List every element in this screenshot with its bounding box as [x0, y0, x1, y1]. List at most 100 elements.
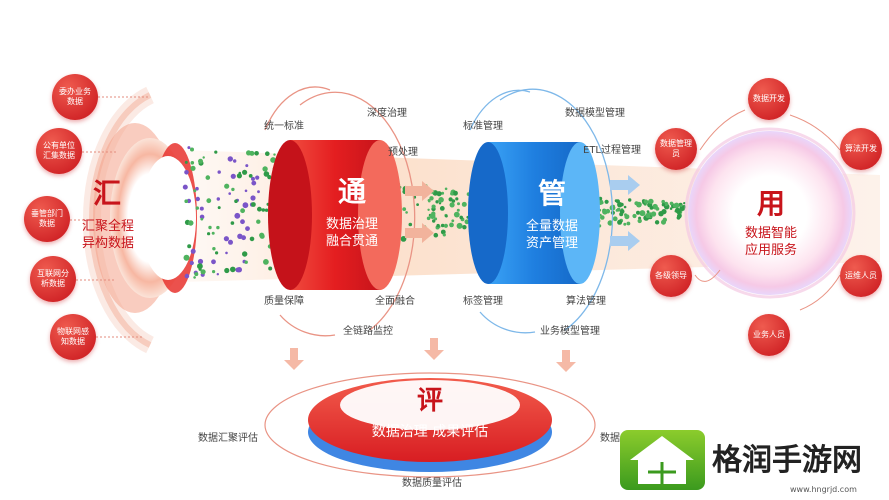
particle — [189, 260, 194, 266]
particle — [449, 202, 455, 208]
particle — [242, 251, 248, 257]
particle — [212, 270, 216, 274]
particle — [617, 219, 623, 225]
ping-outer-ring — [264, 372, 596, 478]
particle — [199, 206, 204, 211]
particle — [440, 223, 445, 228]
particle — [632, 213, 637, 219]
particle — [190, 161, 195, 165]
particle — [683, 202, 686, 205]
guan-label-etl: ETL过程管理 — [583, 145, 641, 156]
particle — [200, 269, 206, 275]
particle — [216, 197, 220, 201]
consumer-data-development: 数据开发 — [748, 78, 790, 120]
ping-line: 数据治理 成果评估 — [371, 424, 489, 440]
particle — [626, 221, 631, 226]
particle — [672, 203, 677, 208]
consumer-ops-staff: 运维人员 — [840, 255, 882, 297]
source-iot-sensing: 物联网感知数据 — [50, 314, 96, 360]
yong-line2: 应用服务 — [744, 243, 797, 258]
particle — [649, 206, 654, 210]
particle — [225, 251, 228, 255]
particle — [212, 247, 216, 251]
particle — [433, 232, 439, 238]
particle — [195, 186, 199, 191]
tong-label-deep: 深度治理 — [367, 108, 407, 119]
particle — [664, 201, 669, 206]
particle — [245, 164, 249, 168]
particle — [206, 198, 212, 204]
particle — [429, 213, 436, 220]
particle — [453, 211, 460, 218]
hui-title: 汇 — [93, 177, 122, 210]
particle — [211, 231, 215, 235]
guan-label-tag: 标签管理 — [463, 296, 503, 307]
guan-arc — [499, 88, 614, 331]
particle — [429, 196, 434, 201]
particle — [262, 166, 268, 172]
particle — [441, 191, 445, 195]
particle — [259, 232, 265, 238]
particle — [242, 202, 249, 209]
particle — [265, 151, 270, 156]
particle — [427, 208, 430, 211]
particle — [251, 176, 255, 181]
particle — [235, 267, 241, 273]
particle — [240, 219, 245, 225]
particle — [231, 187, 235, 192]
particle — [190, 165, 196, 171]
particle — [234, 212, 241, 219]
tong-line2: 融合贯通 — [325, 234, 378, 249]
particle — [623, 222, 627, 226]
guan-label-std: 标准管理 — [463, 121, 503, 132]
particle — [270, 157, 276, 163]
particle — [207, 232, 211, 236]
particle — [261, 208, 266, 212]
source-vertical-departments: 垂管部门数据 — [24, 196, 70, 242]
tong-label-fusion: 全面融合 — [375, 296, 415, 307]
particle — [450, 192, 454, 196]
particle — [216, 273, 219, 276]
particle — [637, 218, 642, 224]
particle — [620, 202, 624, 207]
particle — [264, 208, 269, 212]
particle — [440, 229, 446, 235]
particle — [233, 159, 237, 163]
particle — [230, 173, 236, 179]
tong-arc — [299, 91, 416, 331]
particle — [459, 215, 464, 220]
ping-bottom-label: 数据质量评估 — [402, 478, 462, 489]
particle — [227, 156, 233, 162]
particle — [254, 151, 259, 156]
watermark-url: www.hngrjd.com — [790, 485, 857, 494]
particle — [236, 173, 242, 179]
particle — [619, 209, 625, 214]
yong-line1: 数据智能 — [744, 226, 797, 241]
particle — [234, 199, 238, 203]
particle — [442, 233, 446, 237]
consumer-business-staff: 业务人员 — [748, 314, 790, 356]
particle — [183, 254, 190, 261]
particle — [426, 216, 431, 221]
particle — [645, 212, 651, 219]
particle — [263, 259, 269, 265]
particle — [182, 184, 188, 190]
particle — [646, 210, 650, 214]
particle — [438, 202, 442, 205]
particle — [245, 226, 250, 232]
particle — [634, 201, 639, 206]
particle — [214, 150, 218, 154]
particle — [405, 211, 408, 214]
particle — [187, 146, 191, 150]
particle — [639, 210, 646, 217]
tong-label-unify: 统一标准 — [264, 121, 304, 132]
particle — [614, 199, 618, 203]
particle — [669, 207, 673, 210]
particle — [436, 191, 442, 197]
source-government-business: 委办业务数据 — [52, 74, 98, 120]
particle — [457, 202, 460, 206]
particle — [237, 233, 243, 239]
yong-orb — [688, 131, 852, 295]
particle — [451, 219, 455, 223]
